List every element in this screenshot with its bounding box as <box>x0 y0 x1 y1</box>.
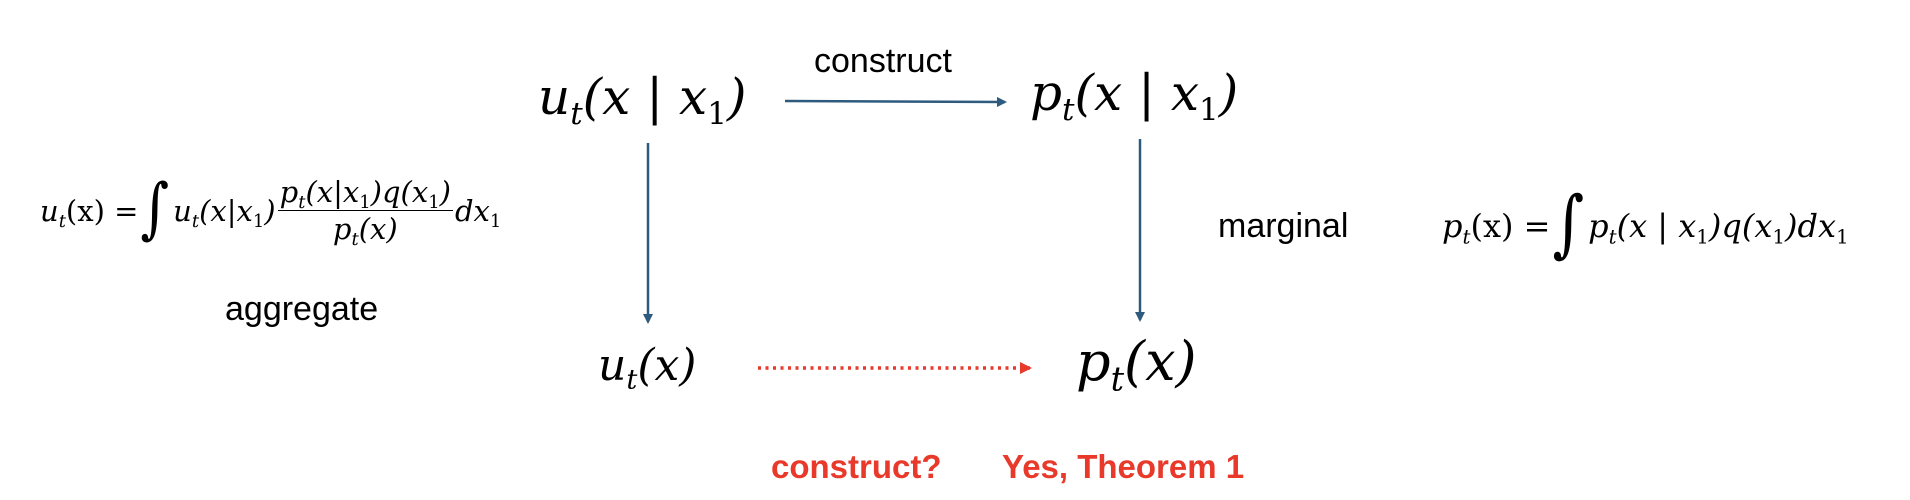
node-p-marg-sub: t <box>1110 359 1125 399</box>
eq-left-term1: ut(x|x1) <box>173 193 276 232</box>
node-u-conditional: ut(x | x1) <box>538 72 746 129</box>
node-p-marginal: pt(x) <box>1076 335 1197 396</box>
node-u-marg-args: (x) <box>637 340 697 391</box>
eq-right-lhs: pt(x) = <box>1442 207 1551 249</box>
node-u-marg-sub: t <box>626 364 638 396</box>
label-aggregate: aggregate <box>225 290 379 328</box>
eq-right-integral: ∫ <box>1552 181 1585 266</box>
label-construct-question: construct? <box>771 448 942 485</box>
eq-left-denominator: pt(x) <box>332 212 398 250</box>
eq-left-integral: ∫ <box>140 169 170 247</box>
node-u-marg-base: u <box>598 340 627 391</box>
node-p-cond-base: p <box>1030 64 1063 122</box>
eq-right-term: pt(x | x1)q(x1)dx1 <box>1588 207 1849 249</box>
label-construct: construct <box>814 42 952 80</box>
node-u-cond-args: (x | x <box>582 68 708 126</box>
node-u-cond-close: ) <box>726 68 747 126</box>
arrow-construct-horizontal <box>784 96 1007 107</box>
node-u-marginal: ut(x) <box>598 344 696 394</box>
equation-marginal: pt(x) = ∫ pt(x | x1)q(x1)dx1 <box>1442 188 1849 261</box>
eq-left-fraction: pt(x|x1)q(x1) pt(x) <box>277 175 453 250</box>
node-p-marg-args: (x) <box>1124 330 1197 393</box>
node-p-cond-sub: t <box>1062 91 1075 128</box>
label-marginal: marginal <box>1218 207 1349 245</box>
eq-left-numerator: pt(x|x1)q(x1) <box>277 175 453 213</box>
equation-aggregate: ut(x) = ∫ ut(x|x1) pt(x|x1)q(x1) pt(x) d… <box>40 169 502 250</box>
node-u-cond-base: u <box>538 68 571 126</box>
eq-left-tail: dx1 <box>454 193 502 232</box>
eq-left-lhs: ut(x) = <box>40 193 139 232</box>
node-p-conditional: pt(x | x1) <box>1030 68 1238 125</box>
node-u-cond-argsub: 1 <box>707 95 727 132</box>
node-u-cond-sub: t <box>570 95 583 132</box>
node-p-cond-argsub: 1 <box>1199 91 1219 128</box>
node-p-cond-close: ) <box>1218 64 1239 122</box>
label-yes-theorem: Yes, Theorem 1 <box>1002 448 1245 485</box>
node-p-marg-base: p <box>1076 330 1111 393</box>
node-p-cond-args: (x | x <box>1074 64 1200 122</box>
